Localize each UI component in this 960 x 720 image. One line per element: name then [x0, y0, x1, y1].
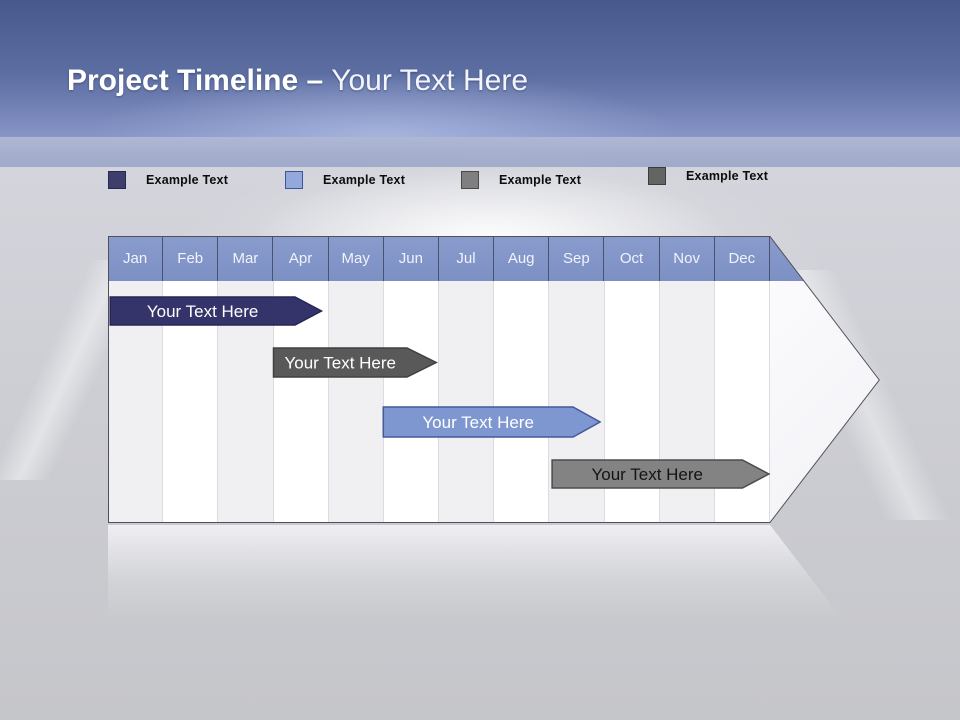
month-header: Oct	[604, 236, 660, 281]
timeline-bar-label: Your Text Here	[284, 354, 396, 373]
legend-label: Example Text	[323, 173, 406, 187]
header-accent-band	[0, 137, 960, 167]
month-header: Nov	[660, 236, 715, 281]
month-column	[218, 236, 274, 523]
month-header: May	[329, 236, 384, 281]
month-column	[328, 236, 384, 523]
month-column	[273, 236, 329, 523]
legend-item: Example Text	[461, 171, 581, 189]
legend-label: Example Text	[146, 173, 229, 187]
timeline-bar	[551, 459, 771, 489]
timeline-bar-label: Your Text Here	[147, 302, 259, 321]
timeline-bar	[382, 406, 602, 438]
timeline-table: Jan Feb Mar Apr May Jun Jul Aug Sep Oct …	[108, 236, 880, 523]
legend-item: Example Text	[108, 171, 228, 189]
month-header: Dec	[715, 236, 770, 281]
month-header: Jan	[108, 236, 164, 281]
legend-swatch-navy	[108, 171, 126, 189]
legend: Example Text Example Text Example Text E…	[0, 0, 960, 210]
month-column	[163, 236, 219, 523]
legend-swatch-gray	[461, 171, 479, 189]
month-header: Jul	[439, 236, 495, 281]
month-header-row: Jan Feb Mar Apr May Jun Jul Aug Sep Oct …	[108, 236, 880, 281]
legend-swatch-lightblue	[285, 171, 303, 189]
page-title: Project Timeline –Your Text Here	[67, 62, 528, 100]
title-subtitle: Your Text Here	[331, 64, 529, 97]
legend-item: Example Text	[285, 171, 405, 189]
legend-item: Example Text	[648, 167, 768, 185]
month-column	[383, 236, 440, 523]
month-header: Aug	[494, 236, 550, 281]
month-header: Sep	[549, 236, 605, 281]
legend-label: Example Text	[499, 173, 582, 187]
month-header: Apr	[273, 236, 329, 281]
month-column	[439, 236, 495, 523]
month-column	[494, 236, 550, 523]
slide-header: Project Timeline –Your Text Here	[0, 0, 960, 137]
timeline-bar	[272, 347, 438, 378]
legend-label: Example Text	[686, 169, 769, 183]
month-column	[108, 236, 164, 523]
table-reflection	[108, 525, 843, 620]
legend-swatch-darkgray	[648, 167, 666, 185]
timeline-bar	[109, 296, 324, 326]
timeline-bar-label: Your Text Here	[422, 413, 534, 432]
timeline-bar-label: Your Text Here	[591, 465, 703, 484]
month-header: Mar	[218, 236, 274, 281]
month-header: Feb	[163, 236, 219, 281]
timeline-arrow-outline	[108, 236, 880, 523]
title-main: Project Timeline –	[67, 64, 324, 97]
month-header: Jun	[384, 236, 439, 281]
